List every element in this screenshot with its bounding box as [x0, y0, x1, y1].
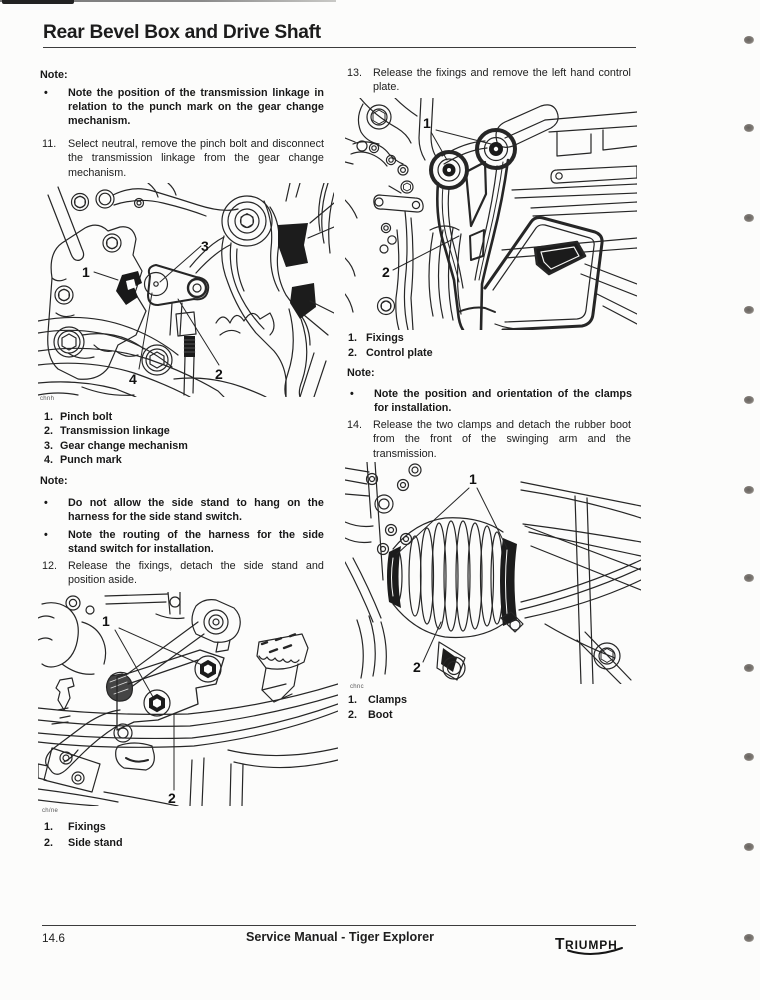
svg-text:2: 2	[413, 659, 421, 675]
svg-text:3: 3	[201, 238, 209, 254]
svg-text:4: 4	[129, 371, 137, 387]
svg-text:1: 1	[82, 264, 90, 280]
svg-text:1: 1	[469, 471, 477, 487]
svg-text:1: 1	[102, 613, 110, 629]
svg-text:2: 2	[382, 264, 390, 280]
svg-text:2: 2	[168, 790, 176, 806]
svg-text:2: 2	[215, 366, 223, 382]
svg-text:1: 1	[423, 115, 431, 131]
svg-text:RIUMPH: RIUMPH	[565, 938, 618, 952]
svg-text:T: T	[555, 936, 565, 953]
